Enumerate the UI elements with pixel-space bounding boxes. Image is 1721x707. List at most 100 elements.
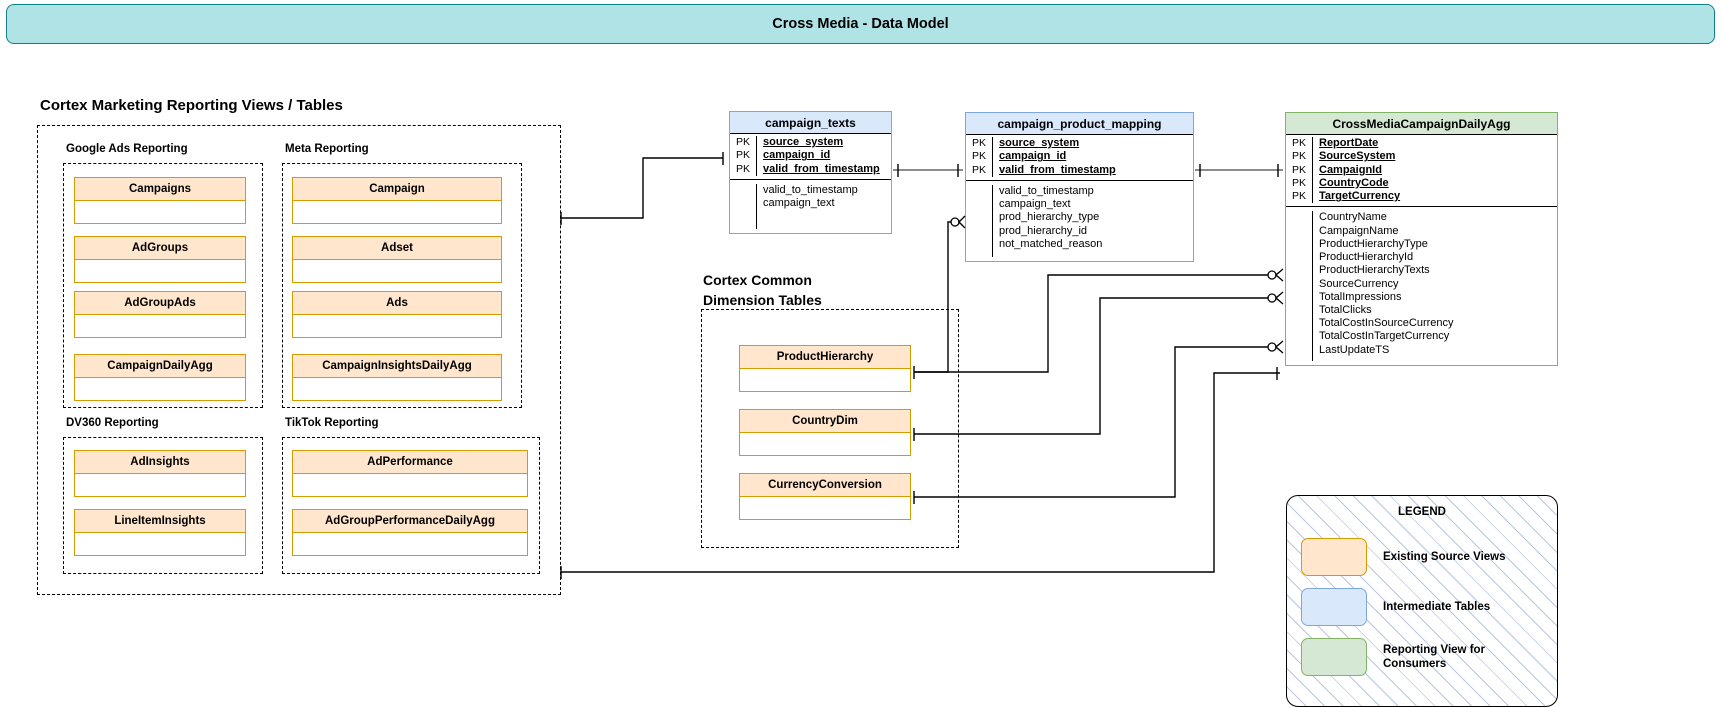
legend-row-reporting-view: Reporting View for Consumers xyxy=(1301,638,1485,676)
entity-campaigndailyagg[interactable]: CampaignDailyAgg xyxy=(74,354,246,401)
attr-spacer xyxy=(966,184,993,257)
wire-crowfoot xyxy=(1274,340,1284,354)
attr-field: prod_hierarchy_id xyxy=(999,224,1088,237)
tiktok-box xyxy=(282,437,540,574)
entity-currencyconversion[interactable]: CurrencyConversion xyxy=(739,473,911,520)
legend-title: LEGEND xyxy=(1398,506,1446,518)
attr-field: campaign_text xyxy=(999,198,1071,211)
pk-field: source_system xyxy=(763,136,844,148)
ertable-campaign-product-mapping[interactable]: campaign_product_mapping PK PK PK source… xyxy=(965,112,1194,262)
entity-campaigns[interactable]: Campaigns xyxy=(74,177,246,224)
dv360-box xyxy=(63,437,263,574)
attr-spacer xyxy=(1286,211,1313,362)
entity-producthierarchy[interactable]: ProductHierarchy xyxy=(739,345,911,392)
attr-field: TotalCostInTargetCurrency xyxy=(1319,330,1450,343)
pk-field: TargetCurrency xyxy=(1319,190,1401,203)
pk-markers: PK PK PK PK PK xyxy=(1286,137,1313,204)
legend-label: Intermediate Tables xyxy=(1383,601,1491,613)
entity-body xyxy=(75,533,245,555)
attr-field: ProductHierarchyType xyxy=(1319,237,1428,250)
entity-meta-ads[interactable]: Ads xyxy=(292,291,502,338)
reporting-group-box xyxy=(37,125,561,595)
ertable-attr-block: CountryName CampaignName ProductHierarch… xyxy=(1286,207,1557,365)
entity-adinsights[interactable]: AdInsights xyxy=(74,450,246,497)
pk-field: valid_from_timestamp xyxy=(999,163,1116,176)
entity-countrydim[interactable]: CountryDim xyxy=(739,409,911,456)
dimension-section-title: Cortex Common Dimension Tables xyxy=(703,272,822,308)
wire-optional-circle xyxy=(1267,270,1277,280)
pk-marker: PK xyxy=(1291,190,1306,203)
attr-field: TotalImpressions xyxy=(1319,290,1402,303)
entity-title: AdInsights xyxy=(75,451,245,474)
ertable-title: CrossMediaCampaignDailyAgg xyxy=(1286,113,1557,135)
dv360-label: DV360 Reporting xyxy=(66,417,159,429)
entity-meta-campaigninsightsdailyagg[interactable]: CampaignInsightsDailyAgg xyxy=(292,354,502,401)
attr-field: TotalCostInSourceCurrency xyxy=(1319,317,1454,330)
wire-crowfoot xyxy=(1274,291,1284,305)
google-ads-box xyxy=(63,163,263,408)
entity-body xyxy=(75,201,245,223)
entity-adperformance[interactable]: AdPerformance xyxy=(292,450,528,497)
wire-crowfoot xyxy=(1274,268,1284,282)
ertable-title: campaign_product_mapping xyxy=(966,113,1193,135)
wire-countrydim-to-crossmedia xyxy=(914,297,1268,435)
pk-field: valid_from_timestamp xyxy=(763,162,880,175)
entity-body xyxy=(293,533,527,555)
attr-field: CountryName xyxy=(1319,211,1387,224)
entity-body xyxy=(75,378,245,400)
pk-field: campaign_id xyxy=(999,150,1067,163)
legend-label: Existing Source Views xyxy=(1383,551,1506,563)
wire-optional-circle xyxy=(1267,293,1277,303)
meta-box xyxy=(282,163,522,408)
attr-fields: valid_to_timestamp campaign_text xyxy=(757,184,858,229)
entity-meta-campaign[interactable]: Campaign xyxy=(292,177,502,224)
attr-fields: CountryName CampaignName ProductHierarch… xyxy=(1313,211,1454,361)
pk-marker: PK xyxy=(735,162,750,175)
ertable-pk-block: PK PK PK PK PK ReportDate SourceSystem C… xyxy=(1286,135,1557,208)
attr-field: SourceCurrency xyxy=(1319,277,1399,290)
reporting-section-title: Cortex Marketing Reporting Views / Table… xyxy=(40,97,343,114)
entity-adgroupperformancedailyagg[interactable]: AdGroupPerformanceDailyAgg xyxy=(292,509,528,556)
entity-adgroups[interactable]: AdGroups xyxy=(74,236,246,283)
entity-lineiteminsights[interactable]: LineItemInsights xyxy=(74,509,246,556)
pk-field: CountryCode xyxy=(1319,176,1389,189)
entity-title: Campaign xyxy=(293,178,501,201)
attr-field: campaign_text xyxy=(763,197,835,210)
entity-title: AdPerformance xyxy=(293,451,527,474)
entity-body xyxy=(75,474,245,496)
ertable-attr-block: valid_to_timestamp campaign_text xyxy=(730,180,891,233)
attr-field: prod_hierarchy_type xyxy=(999,211,1100,224)
wire-producthierarchy-to-crossmedia xyxy=(914,274,1268,373)
ertable-pk-block: PK PK PK source_system campaign_id valid… xyxy=(966,135,1193,181)
legend-swatch-orange xyxy=(1301,538,1367,576)
attr-field: valid_to_timestamp xyxy=(999,184,1094,197)
legend-row-intermediate-tables: Intermediate Tables xyxy=(1301,588,1490,626)
ertable-title: campaign_texts xyxy=(730,112,891,134)
pk-marker: PK xyxy=(971,137,986,149)
entity-title: AdGroupAds xyxy=(75,292,245,315)
entity-title: AdGroups xyxy=(75,237,245,260)
entity-meta-adset[interactable]: Adset xyxy=(292,236,502,283)
pk-fields: source_system campaign_id valid_from_tim… xyxy=(757,136,880,176)
attr-field: TotalClicks xyxy=(1319,303,1372,316)
entity-body xyxy=(740,369,910,391)
wire-reporting-to-campaign-texts xyxy=(561,157,723,219)
pk-markers: PK PK PK xyxy=(966,137,993,177)
pk-fields: ReportDate SourceSystem CampaignId Count… xyxy=(1313,137,1400,203)
pk-marker: PK xyxy=(735,136,750,148)
pk-field: campaign_id xyxy=(763,149,831,162)
entity-title: Ads xyxy=(293,292,501,315)
entity-title: CurrencyConversion xyxy=(740,474,910,497)
entity-adgroupads[interactable]: AdGroupAds xyxy=(74,291,246,338)
attr-field: valid_to_timestamp xyxy=(763,183,858,196)
attr-fields: valid_to_timestamp campaign_text prod_hi… xyxy=(993,185,1102,257)
entity-body xyxy=(75,315,245,337)
entity-title: CampaignDailyAgg xyxy=(75,355,245,378)
entity-title: LineItemInsights xyxy=(75,510,245,533)
attr-field: CampaignName xyxy=(1319,224,1399,237)
ertable-crossmediacampaigndailyagg[interactable]: CrossMediaCampaignDailyAgg PK PK PK PK P… xyxy=(1285,112,1558,367)
tiktok-label: TikTok Reporting xyxy=(285,417,379,429)
pk-marker: PK xyxy=(971,163,986,176)
ertable-campaign-texts[interactable]: campaign_texts PK PK PK source_system ca… xyxy=(729,111,892,234)
